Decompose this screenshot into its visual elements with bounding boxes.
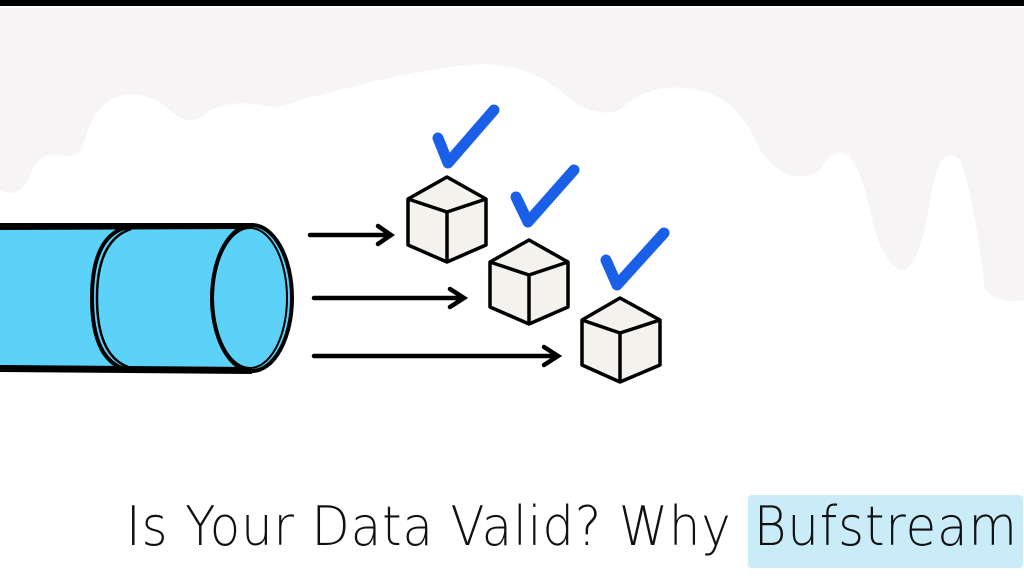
cloud-background (0, 8, 1024, 302)
arrow-icon (311, 344, 563, 368)
title-prefix: Is Your Data Valid? Why (126, 495, 749, 558)
data-stream-cylinder-icon (0, 223, 294, 374)
checkmark-icon (510, 164, 580, 228)
cube-icon (488, 238, 570, 326)
checkmark-icon (432, 104, 500, 169)
arrow-icon (311, 286, 469, 310)
page-title: Is Your Data Valid? Why Bufstream (126, 495, 1024, 568)
arrow-icon (307, 223, 395, 247)
cube-icon (580, 296, 662, 384)
title-highlight: Bufstream (748, 495, 1024, 568)
cube-icon (406, 175, 488, 264)
checkmark-icon (600, 227, 670, 291)
top-border (0, 0, 1024, 6)
